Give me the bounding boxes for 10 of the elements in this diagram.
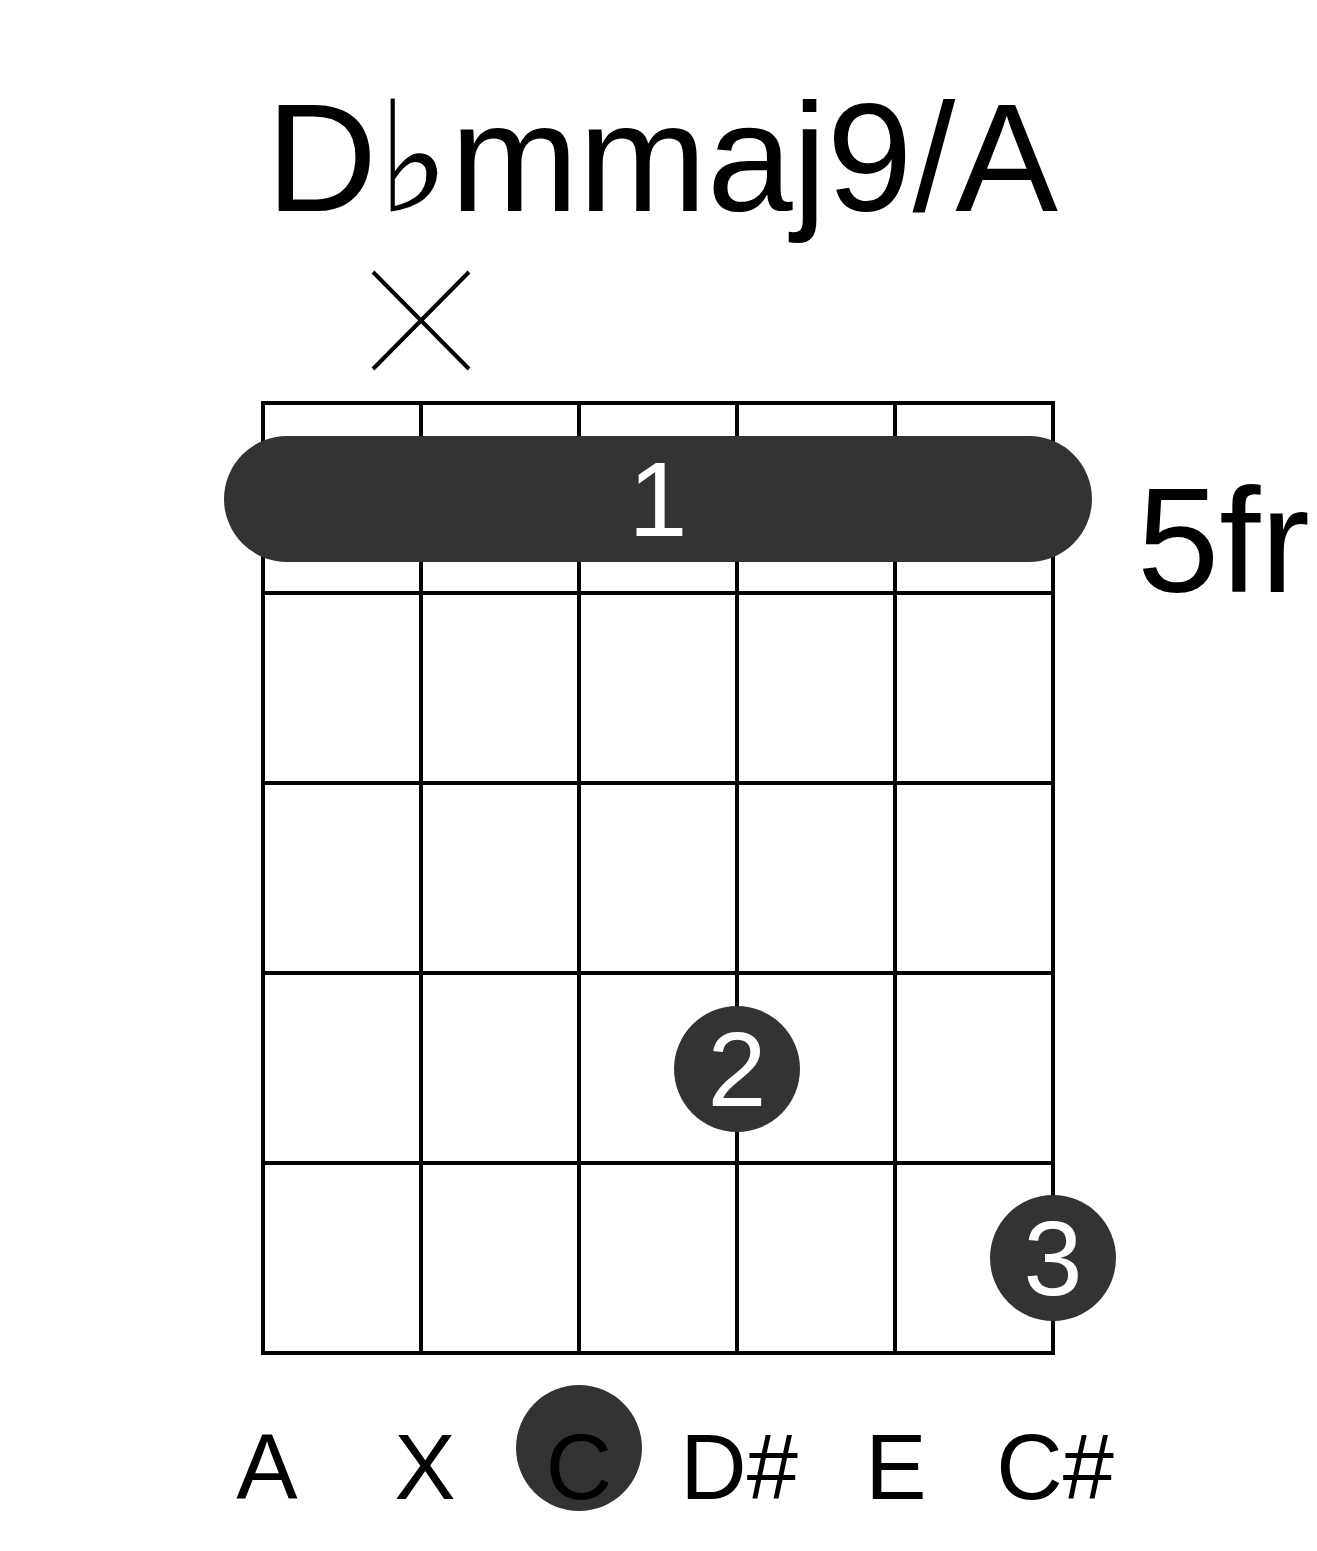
note-label: E bbox=[865, 1421, 927, 1513]
finger-number: 3 bbox=[1023, 1205, 1083, 1311]
finger-number: 1 bbox=[628, 446, 688, 552]
fret-number: 5fr bbox=[1137, 467, 1310, 615]
note-label: D# bbox=[680, 1421, 798, 1513]
finger-number: 2 bbox=[707, 1016, 767, 1122]
note-label: A bbox=[236, 1421, 298, 1513]
note-label: C# bbox=[996, 1421, 1114, 1513]
note-label: X bbox=[394, 1421, 456, 1513]
chord-title: D♭mmaj9/A bbox=[266, 71, 1058, 246]
